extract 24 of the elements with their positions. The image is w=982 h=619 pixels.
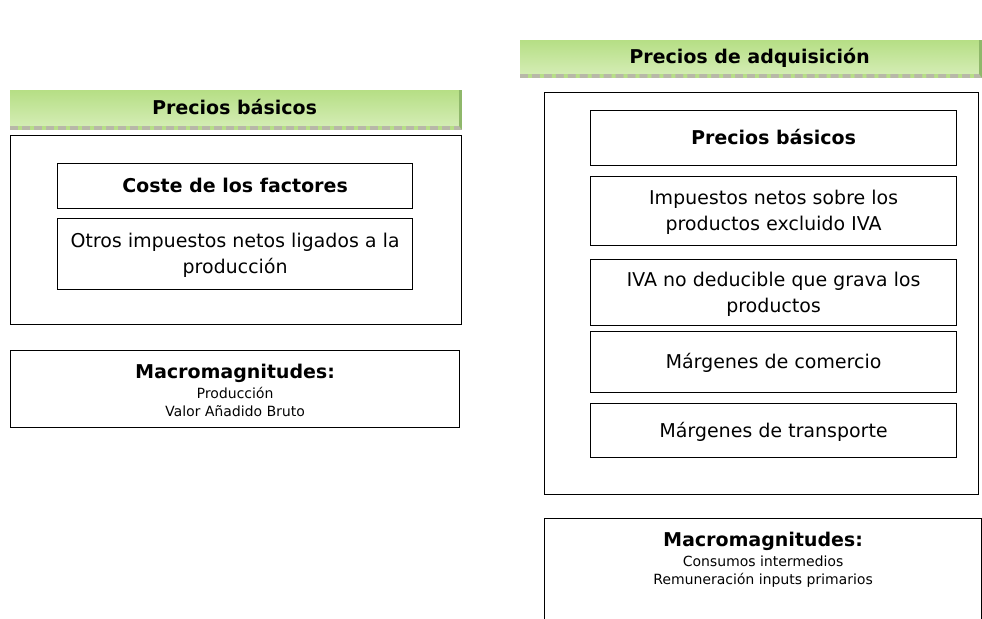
- component-box: [590, 176, 957, 246]
- box-label: Otros impuestos netos ligados a la producción: [69, 229, 401, 280]
- component-box: [590, 331, 957, 393]
- component-box: [590, 403, 957, 458]
- box-heading: Macromagnitudes:: [663, 528, 863, 553]
- component-box: [590, 110, 957, 166]
- component-box: [57, 163, 413, 209]
- box-label: IVA no deducible que grava los productos: [626, 268, 922, 318]
- box-item: Consumos intermedios: [682, 553, 844, 571]
- component-box: [57, 218, 413, 290]
- box-heading: Macromagnitudes:: [135, 360, 335, 385]
- box-item: Producción: [196, 385, 274, 403]
- summary-box: [10, 350, 460, 428]
- summary-box: [544, 518, 982, 619]
- box-label: Impuestos netos sobre los productos excluido IVA: [648, 186, 900, 237]
- component-box: [590, 259, 957, 326]
- section-header: Precios de adquisición: [520, 40, 982, 78]
- box-item: Valor Añadido Bruto: [165, 403, 305, 421]
- box-item: Remuneración inputs primarios: [653, 571, 873, 589]
- box-label: Precios básicos: [691, 126, 856, 151]
- section-header: Precios básicos: [10, 90, 462, 130]
- box-label: Márgenes de transporte: [658, 418, 889, 444]
- box-label: Márgenes de comercio: [664, 350, 882, 375]
- box-label: Coste de los factores: [122, 174, 348, 199]
